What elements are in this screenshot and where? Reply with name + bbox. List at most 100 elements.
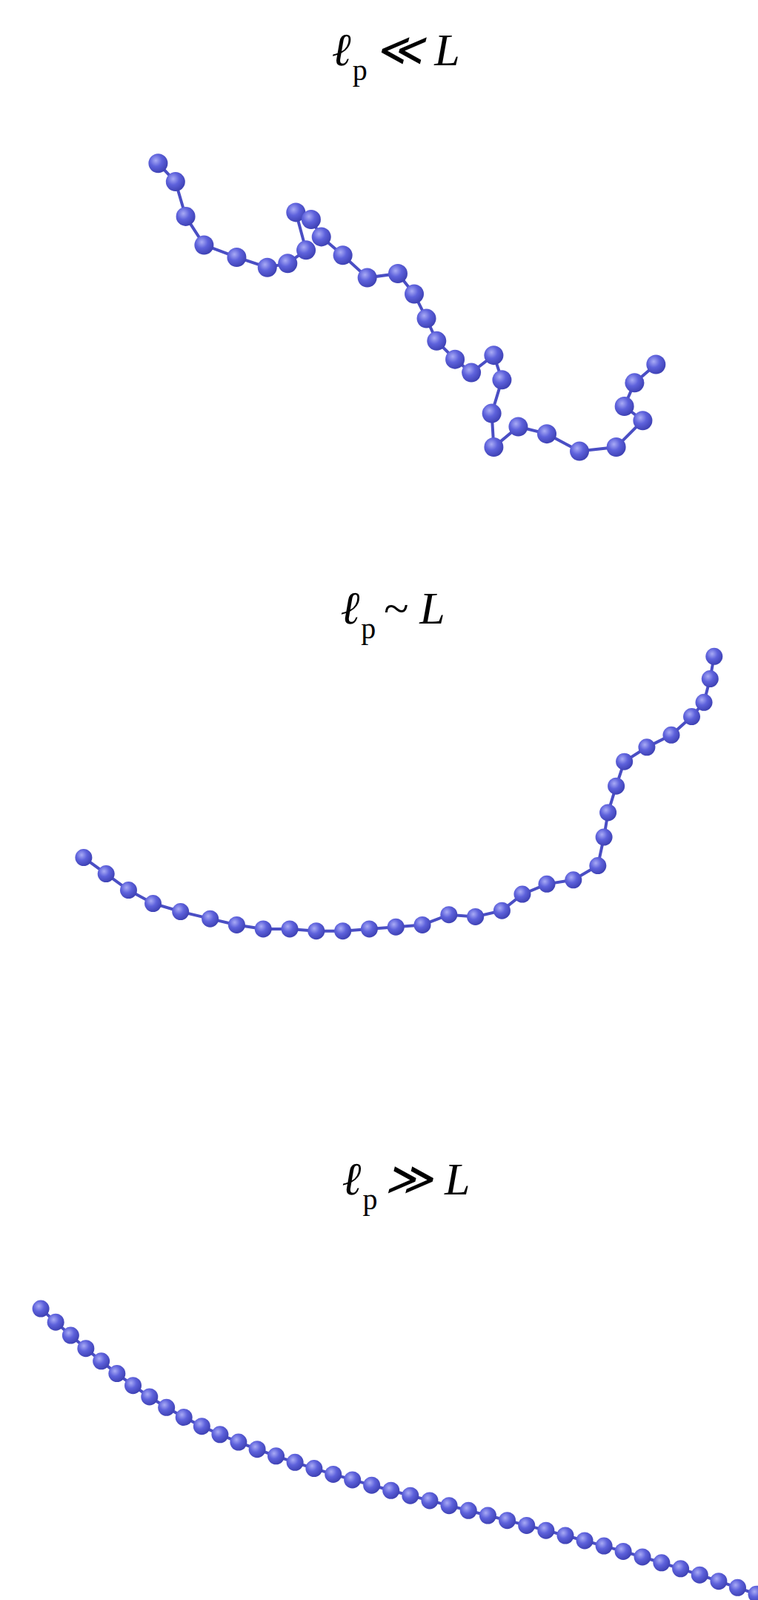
monomer-bead [201, 909, 219, 927]
monomer-bead [387, 918, 405, 936]
monomer-bead [498, 1510, 516, 1528]
monomer-bead [193, 1416, 211, 1434]
monomer-bead [701, 669, 719, 687]
monomer-bead [662, 726, 680, 744]
polymer-chain [32, 1299, 758, 1599]
monomer-bead [709, 1571, 727, 1589]
monomer-bead [311, 226, 332, 246]
monomer-bead [461, 363, 481, 383]
monomer-bead [517, 1516, 535, 1534]
monomer-bead [607, 777, 625, 795]
monomer-bead [343, 1470, 361, 1488]
chain-bond [83, 655, 715, 930]
monomer-bead [404, 284, 424, 304]
relation-to-length: ≪ L [374, 24, 461, 75]
monomer-bead [569, 441, 590, 461]
chain-bond [40, 1307, 757, 1594]
monomer-bead [228, 915, 246, 933]
monomer-bead [652, 1553, 670, 1571]
monomer-bead [124, 1375, 142, 1394]
monomer-bead [254, 919, 272, 937]
monomer-bead [226, 247, 246, 267]
monomer-bead [301, 209, 321, 229]
monomer-bead [388, 263, 408, 284]
monomer-bead [493, 901, 511, 919]
monomer-bead [445, 349, 465, 369]
equation-label: ℓp~ L [340, 581, 445, 635]
monomer-bead [614, 1541, 633, 1559]
monomer-bead [401, 1486, 419, 1504]
monomer-bead [148, 153, 168, 173]
monomer-bead [417, 308, 437, 329]
monomer-bead [92, 1351, 110, 1369]
monomer-bead [672, 1558, 690, 1577]
monomer-bead [564, 870, 582, 888]
monomer-bead [634, 1547, 652, 1565]
monomer-bead [97, 864, 115, 882]
monomer-bead [171, 902, 189, 920]
monomer-bead [460, 1501, 478, 1519]
monomer-bead [556, 1525, 574, 1543]
monomer-bead [589, 856, 607, 874]
monomer-bead [491, 369, 512, 390]
monomer-bead [466, 907, 484, 925]
monomer-bead [307, 921, 325, 939]
monomer-bead [144, 894, 162, 912]
polymer-chain [74, 647, 723, 939]
monomer-bead [646, 354, 666, 375]
monomer-bead [426, 331, 447, 351]
monomer-bead [614, 396, 635, 416]
monomer-bead [729, 1578, 747, 1596]
monomer-bead [248, 1439, 267, 1457]
subscript: p [360, 611, 376, 645]
monomer-bead [513, 885, 531, 903]
subscript: p [352, 53, 368, 87]
monomer-bead [482, 403, 502, 424]
monomer-bead [440, 905, 458, 923]
monomer-bead [483, 437, 504, 457]
monomer-bead [157, 1398, 175, 1416]
monomer-bead [77, 1338, 95, 1356]
monomer-bead [267, 1446, 285, 1464]
monomer-bead [334, 921, 352, 939]
monomer-bead [632, 410, 653, 430]
monomer-bead [194, 234, 214, 255]
monomer-bead [624, 372, 644, 392]
monomer-bead [615, 752, 633, 770]
monomer-bead [599, 803, 617, 821]
polymer-chain [148, 153, 666, 461]
monomer-bead [606, 437, 627, 457]
monomer-bead [537, 1521, 555, 1539]
monomer-bead [576, 1530, 594, 1548]
monomer-bead [748, 1584, 758, 1599]
chain-bond [157, 163, 656, 451]
monomer-bead [324, 1464, 342, 1482]
monomer-bead [286, 1453, 304, 1471]
monomer-bead [483, 345, 504, 365]
persistence-length-symbol: ℓ [331, 24, 352, 75]
equation-label: ℓp≫ L [342, 1150, 471, 1205]
monomer-bead [62, 1326, 80, 1344]
monomer-bead [165, 171, 186, 192]
monomer-bead [120, 880, 138, 899]
monomer-bead [140, 1387, 158, 1405]
monomer-bead [440, 1495, 458, 1514]
monomer-bead [420, 1490, 438, 1508]
monomer-bead [595, 1536, 613, 1554]
monomer-bead [296, 240, 316, 260]
monomer-bead [595, 828, 613, 846]
equation-label: ℓp≪ L [331, 22, 461, 77]
monomer-bead [691, 1565, 709, 1583]
monomer-bead [176, 206, 196, 226]
monomer-bead [229, 1433, 247, 1451]
monomer-bead [479, 1506, 497, 1524]
monomer-bead [695, 693, 713, 711]
monomer-bead [357, 268, 378, 288]
persistence-length-symbol: ℓ [340, 582, 360, 633]
monomer-bead [683, 707, 701, 725]
monomer-bead [508, 417, 528, 437]
monomer-bead [360, 919, 378, 937]
monomer-bead [537, 875, 555, 893]
monomer-bead [108, 1364, 126, 1382]
monomer-bead [705, 647, 723, 665]
